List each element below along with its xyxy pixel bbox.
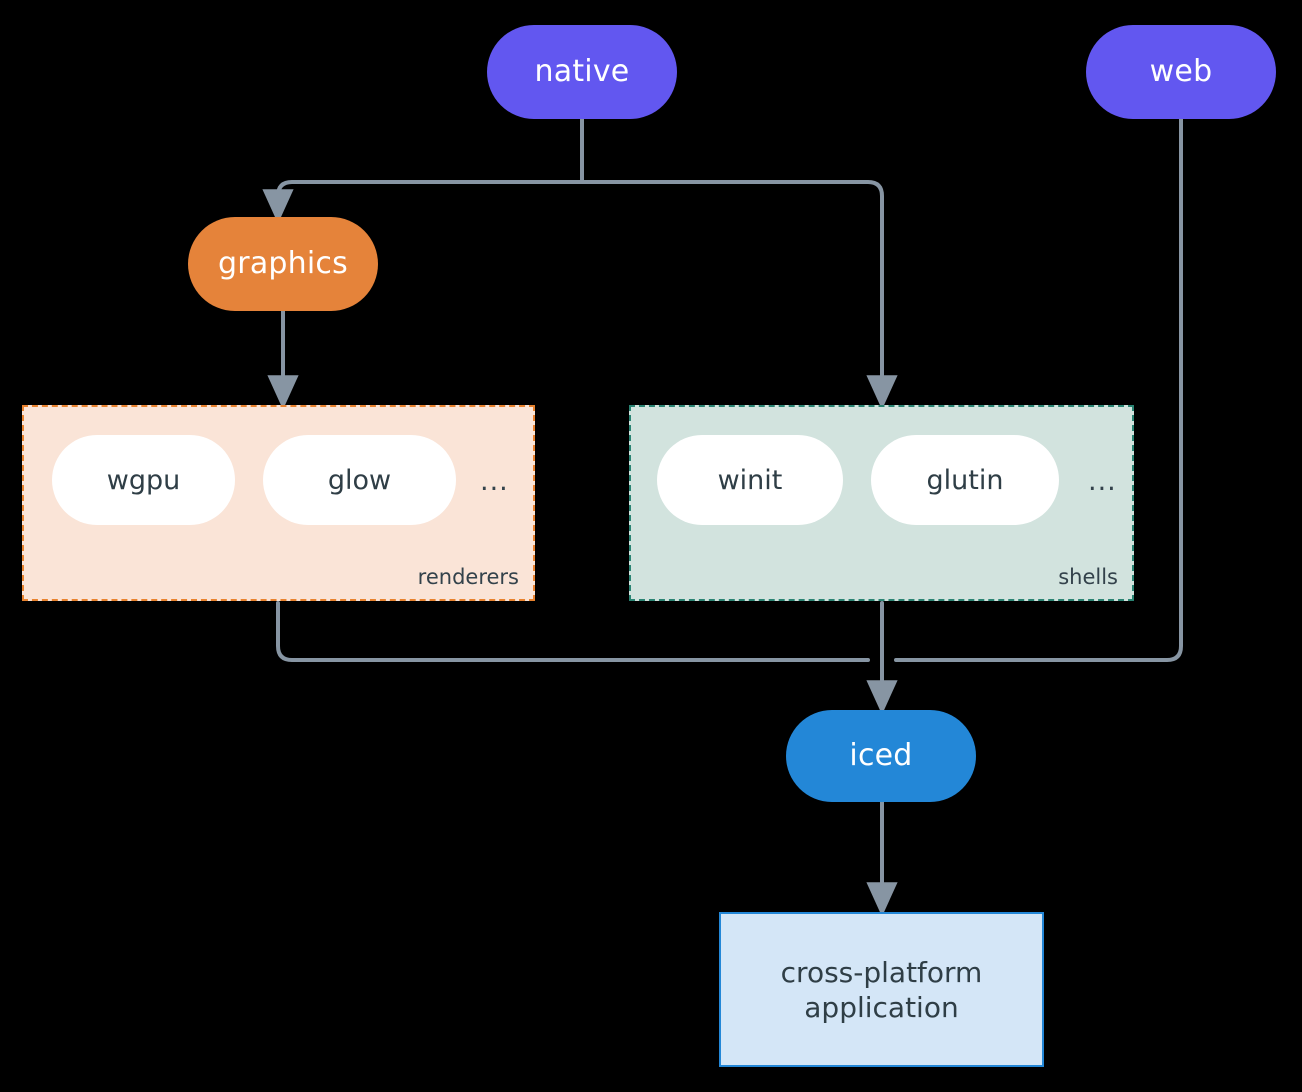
cluster-renderers-label: renderers — [417, 565, 519, 589]
node-application-label-line1: cross-platform — [780, 955, 983, 989]
node-winit-label: winit — [717, 464, 783, 496]
node-graphics[interactable]: graphics — [188, 217, 378, 311]
node-wgpu-label: wgpu — [106, 464, 181, 496]
edge-native-to-graphics — [262, 180, 584, 224]
node-glow-label: glow — [327, 464, 392, 496]
node-native[interactable]: native — [487, 25, 677, 119]
node-glow[interactable]: glow — [263, 435, 456, 525]
node-glutin[interactable]: glutin — [871, 435, 1059, 525]
node-graphics-label: graphics — [218, 246, 348, 282]
node-native-label: native — [534, 54, 630, 90]
renderers-overflow-ellipsis: ... — [480, 466, 509, 497]
node-iced[interactable]: iced — [786, 710, 976, 802]
cluster-shells-label: shells — [1058, 565, 1118, 589]
edge-native-to-shells — [580, 180, 898, 410]
node-winit[interactable]: winit — [657, 435, 843, 525]
node-iced-label: iced — [849, 738, 913, 774]
node-glutin-label: glutin — [926, 464, 1004, 496]
node-wgpu[interactable]: wgpu — [52, 435, 235, 525]
node-web[interactable]: web — [1086, 25, 1276, 119]
node-cross-platform-application[interactable]: cross-platform application — [719, 912, 1044, 1067]
node-application-label-line2: application — [804, 990, 959, 1024]
shells-overflow-ellipsis: ... — [1088, 466, 1117, 497]
edge-renderers-to-iced — [276, 601, 870, 662]
node-web-label: web — [1149, 54, 1213, 90]
